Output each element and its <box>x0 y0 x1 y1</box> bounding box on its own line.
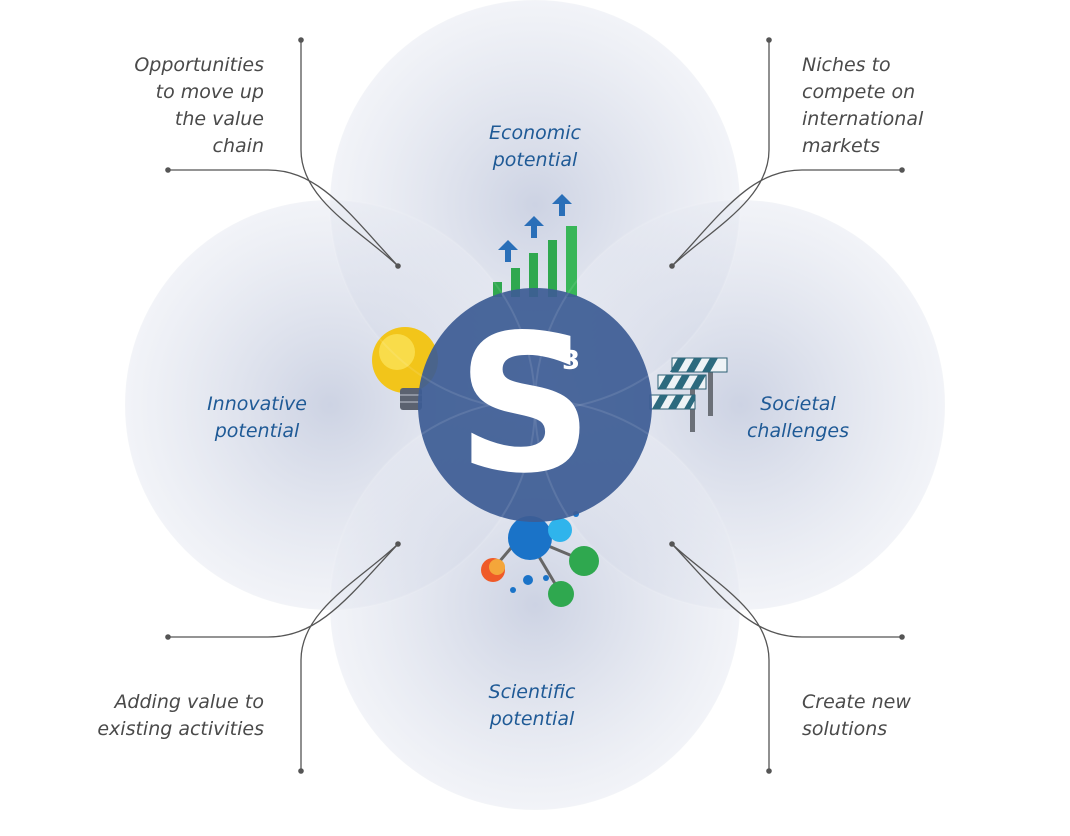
center-circle <box>418 288 652 522</box>
callout-top-right: Niches to compete on international marke… <box>802 52 1032 160</box>
callout-bottom-right: Create new solutions <box>802 689 1002 743</box>
leader-line-bottom-left-vertical <box>300 543 399 771</box>
overlap-arcs <box>124 0 946 811</box>
label-innovative-potential: Innovative potential <box>177 391 337 445</box>
label-line: potential <box>214 420 300 442</box>
bar-chart-arrows-icon <box>493 194 577 297</box>
callout-line: compete on <box>802 81 916 103</box>
center-symbol: S <box>457 294 594 515</box>
callout-line: Adding value to <box>114 691 264 713</box>
callout-bottom-left: Adding value to existing activities <box>40 689 264 743</box>
callout-line: Niches to <box>802 54 891 76</box>
leader-line-bottom-left-horizontal <box>168 543 399 638</box>
callout-line: Create new <box>802 691 911 713</box>
label-line: challenges <box>746 420 850 442</box>
leader-line-bottom-right-vertical <box>671 543 770 771</box>
callout-line: chain <box>212 135 264 157</box>
label-scientific-potential: Scientific potential <box>452 679 612 733</box>
label-line: potential <box>492 149 578 171</box>
callout-line: to move up <box>155 81 264 103</box>
leader-line-top-right-vertical <box>671 40 770 267</box>
callout-line: markets <box>802 135 881 157</box>
label-societal-challenges: Societal challenges <box>718 391 878 445</box>
label-line: Innovative <box>207 393 307 415</box>
molecule-icon <box>481 511 599 607</box>
label-line: potential <box>489 708 575 730</box>
callout-line: Opportunities <box>134 54 264 76</box>
callout-line: solutions <box>802 718 888 740</box>
callout-line: existing activities <box>97 718 264 740</box>
callout-top-left: Opportunities to move up the value chain <box>60 52 264 160</box>
label-line: Societal <box>760 393 836 415</box>
leader-lines <box>168 40 902 771</box>
leader-line-bottom-right-horizontal <box>671 543 902 638</box>
petal-scientific <box>330 400 740 810</box>
label-line: Scientific <box>488 681 576 703</box>
light-bulb-icon <box>372 327 438 410</box>
callout-line: international <box>802 108 924 130</box>
leader-line-top-left-horizontal <box>168 169 399 267</box>
road-barrier-icon <box>649 357 728 432</box>
leader-dots <box>165 37 905 774</box>
leader-line-top-right-horizontal <box>671 169 902 267</box>
center-superscript: 3 <box>562 346 580 376</box>
leader-line-top-left-vertical <box>300 40 399 267</box>
label-line: Economic <box>489 122 581 144</box>
label-economic-potential: Economic potential <box>455 120 615 174</box>
callout-line: the value <box>174 108 264 130</box>
